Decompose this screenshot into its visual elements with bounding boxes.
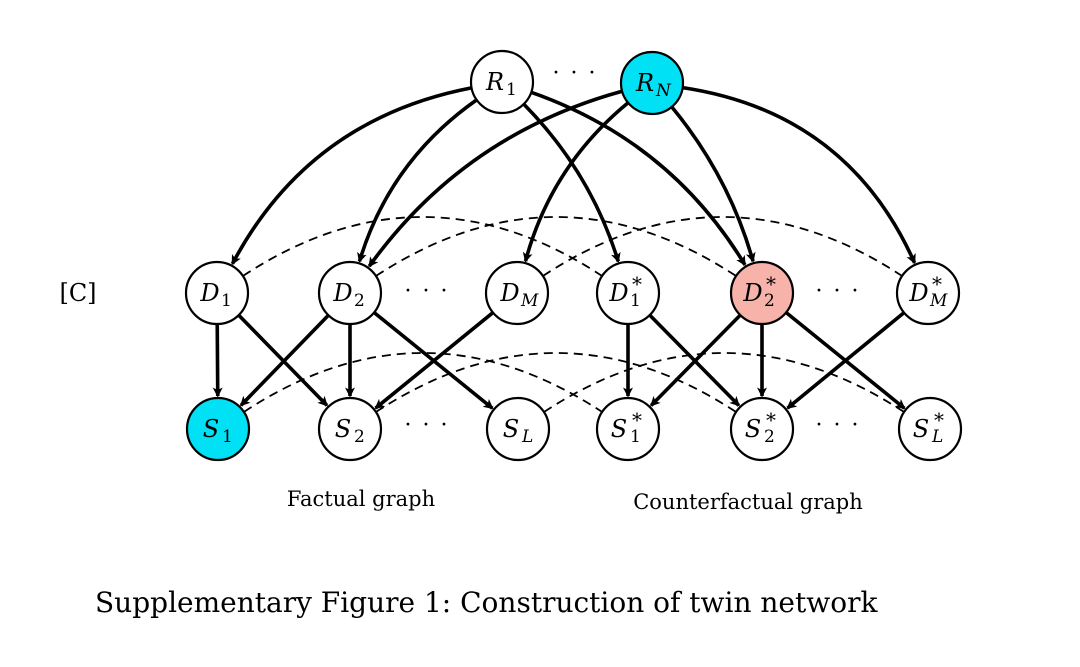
node-label: D — [499, 279, 519, 307]
node-subscript: M — [520, 291, 539, 311]
factual-graph-label: Factual graph — [287, 487, 435, 511]
node-superscript: * — [766, 408, 776, 432]
edge-DM-S2 — [374, 311, 495, 410]
node-superscript: * — [766, 272, 776, 296]
counterfactual-graph-label: Counterfactual graph — [633, 490, 863, 514]
ellipsis-d-counterfactual: · · · — [816, 279, 861, 304]
node-circle — [729, 396, 795, 462]
dashed-edge-S1-S1s — [243, 352, 603, 413]
node-superscript: * — [932, 272, 942, 296]
node-circle — [317, 396, 383, 462]
node-label: S — [745, 415, 761, 443]
node-subscript: 2 — [354, 427, 365, 447]
node-superscript: * — [934, 408, 944, 432]
node-circle — [729, 260, 795, 326]
node-subscript: 1 — [222, 427, 233, 447]
edge-RN-DM — [522, 101, 630, 263]
node-circle — [895, 260, 961, 326]
node-circle — [595, 260, 661, 326]
ellipsis-d-factual: · · · — [405, 279, 450, 304]
node-label: S — [503, 415, 519, 443]
edge-D2-S1 — [239, 313, 330, 407]
node-label: S — [611, 415, 627, 443]
node-subscript: N — [655, 81, 672, 101]
node-label: R — [635, 69, 654, 97]
edge-RN-D2 — [367, 89, 623, 268]
node-subscript: L — [931, 427, 943, 447]
node-subscript: 2 — [354, 291, 365, 311]
dashed-edge-D1-D1s — [242, 216, 603, 277]
edge-R1-D1 — [230, 86, 472, 266]
node-subscript: M — [929, 291, 948, 311]
edge-RN-D2s — [670, 105, 756, 263]
node-superscript: * — [632, 272, 642, 296]
ellipsis-top: · · · — [553, 61, 598, 86]
dashed-edge-SL-SLs — [543, 352, 905, 413]
node-circle — [485, 396, 551, 462]
node-circle — [185, 396, 251, 462]
node-subscript: 1 — [221, 291, 232, 311]
node-label: D — [608, 279, 628, 307]
node-subscript: L — [521, 427, 533, 447]
edge-RN-DMs — [682, 85, 917, 265]
edge-R1-D1s — [522, 102, 621, 263]
node-label: S — [203, 415, 219, 443]
node-label: D — [332, 279, 352, 307]
edge-R1-D2 — [357, 98, 478, 263]
node-label: D — [742, 279, 762, 307]
node-subscript: 1 — [506, 80, 517, 100]
node-circle — [595, 396, 661, 462]
figure-caption: Supplementary Figure 1: Construction of … — [95, 586, 878, 619]
node-subscript: 2 — [764, 291, 775, 311]
node-circle — [484, 260, 550, 326]
node-label: R — [485, 68, 504, 96]
edge-D1-S1 — [212, 323, 223, 398]
node-label: S — [913, 415, 929, 443]
solid-edges-layer — [212, 85, 917, 410]
node-circle — [317, 260, 383, 326]
ellipsis-s-counterfactual: · · · — [816, 413, 861, 438]
node-label: D — [908, 279, 928, 307]
node-subscript: 2 — [764, 427, 775, 447]
context-label: [C] — [59, 279, 96, 307]
ellipsis-s-factual: · · · — [405, 413, 450, 438]
node-circle — [897, 396, 963, 462]
node-superscript: * — [632, 408, 642, 432]
edge-D2s-S1s — [649, 313, 742, 407]
node-subscript: 1 — [630, 291, 641, 311]
node-subscript: 1 — [630, 427, 641, 447]
node-circle — [469, 49, 535, 115]
node-circle — [619, 50, 685, 116]
node-label: D — [199, 279, 219, 307]
edge-R1-D2s — [530, 90, 747, 267]
node-label: S — [335, 415, 351, 443]
edge-DMs-S2s — [786, 311, 906, 410]
node-circle — [184, 260, 250, 326]
